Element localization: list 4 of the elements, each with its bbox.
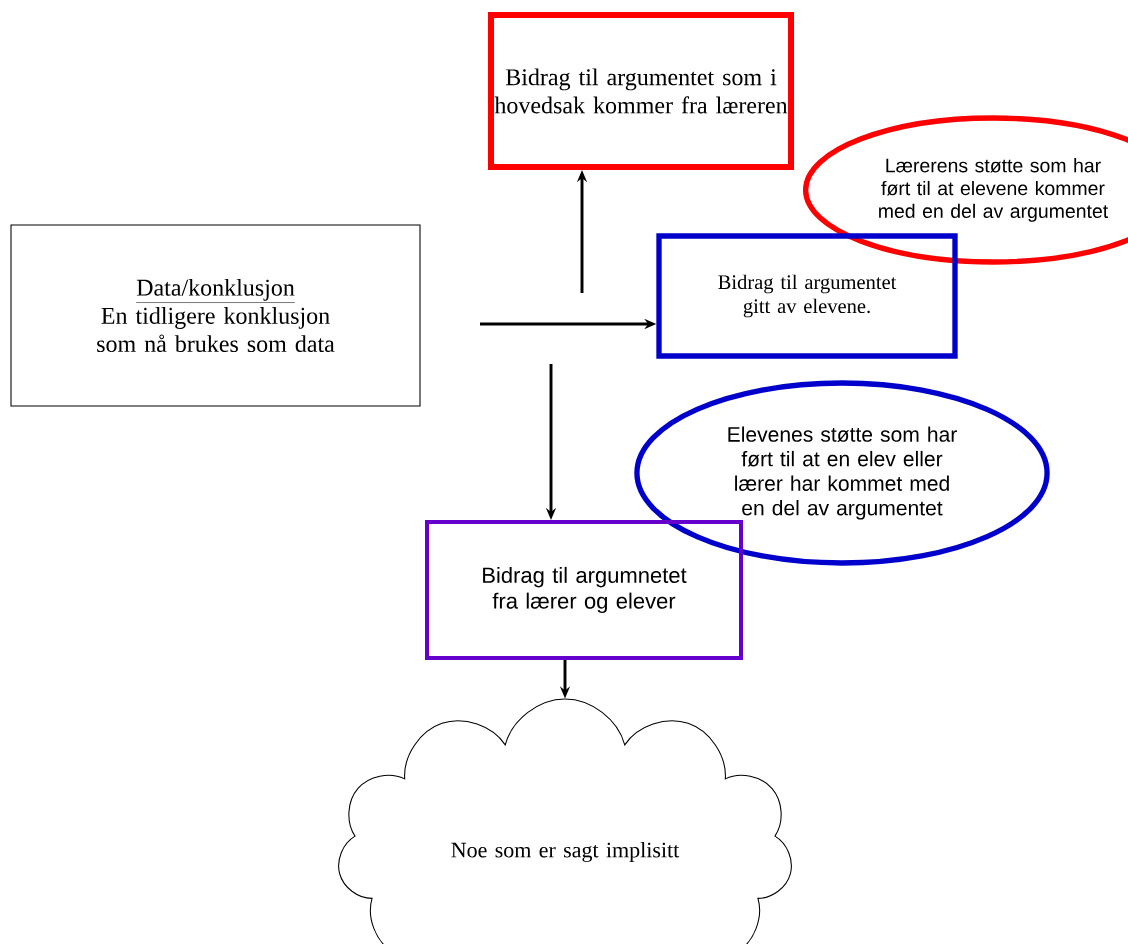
process-box: Bidrag til argumentet gitt av elevene. bbox=[656, 233, 958, 359]
process-box: Bidrag til argumnetet fra lærer og elever bbox=[425, 520, 743, 660]
data-box: Data/konklusjon En tidligere konklusjon som nå brukes som data bbox=[10, 224, 421, 407]
process-box: Bidrag til argumentet som i hovedsak kommer fra læreren bbox=[488, 12, 794, 170]
